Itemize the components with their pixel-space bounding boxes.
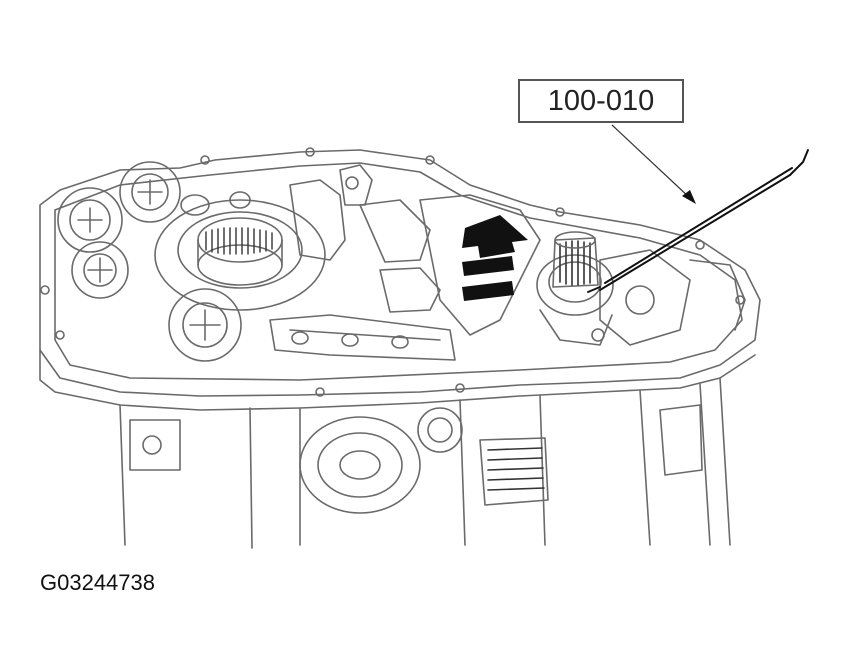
figure-id: G03244738 [40, 570, 155, 595]
callout-leader [611, 124, 696, 204]
case-outline [39, 149, 761, 397]
remover-tool [587, 149, 809, 293]
filter [479, 437, 549, 506]
pump-cover [299, 416, 421, 514]
bearing-housing [154, 199, 326, 311]
boss-ring [57, 187, 123, 253]
tool-callout-label: 100-010 [518, 79, 684, 123]
output-seal [536, 254, 614, 316]
direction-arrow-icon [462, 215, 528, 301]
case-front-wall [39, 349, 756, 411]
